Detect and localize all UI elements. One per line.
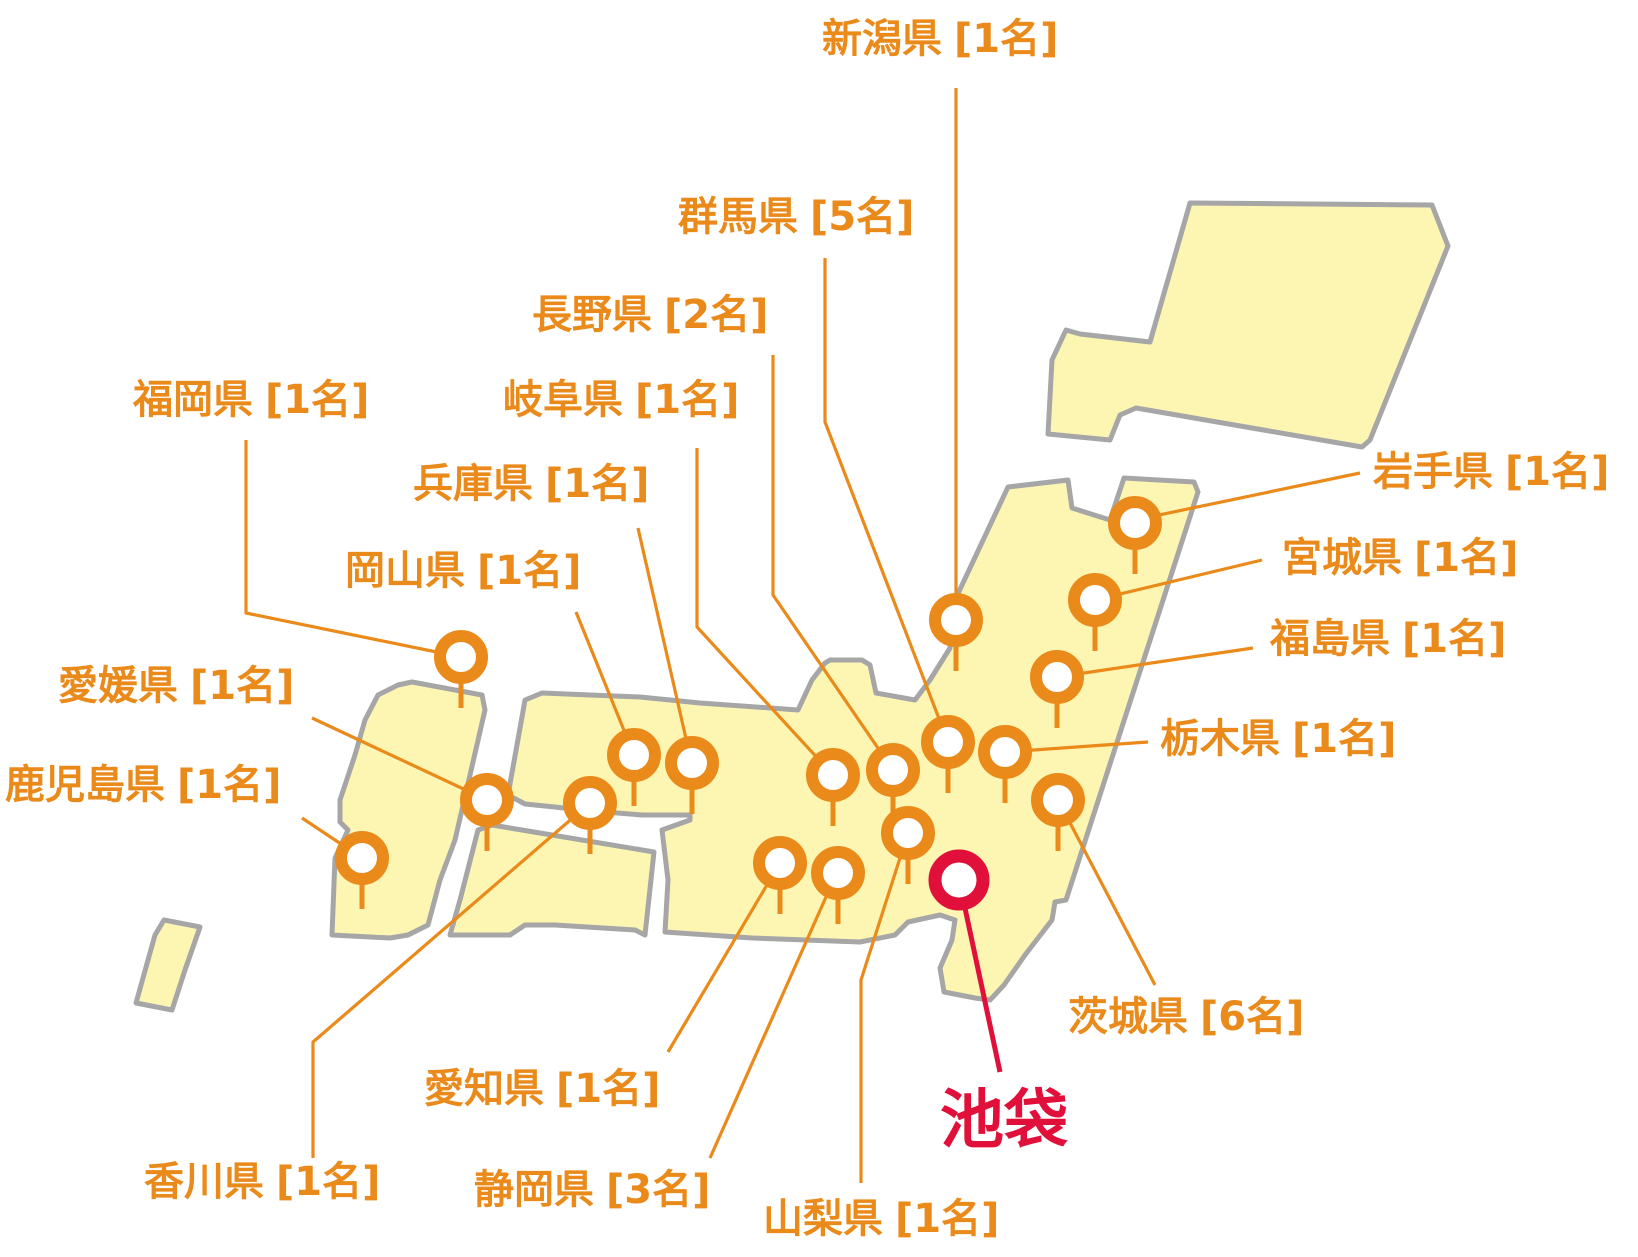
- leader-ehime: [311, 716, 488, 802]
- pin-kagawa: [563, 776, 617, 854]
- pin-ibaraki: [1031, 773, 1085, 851]
- label-shizuoka: 静岡県[3名]: [474, 1167, 710, 1213]
- region-southern-island: [133, 917, 203, 1013]
- leader-ikebukuro: [956, 879, 1003, 1073]
- map-pin-icon: [563, 776, 617, 830]
- leader-hyogo: [636, 527, 694, 766]
- map-pin-icon: [753, 836, 807, 890]
- pins: [335, 496, 1162, 924]
- leader-gunma: [823, 258, 950, 743]
- leader-ibaraki: [1056, 799, 1157, 986]
- label-hyogo: 兵庫県[1名]: [413, 461, 649, 507]
- region-honshu: [505, 475, 1201, 1003]
- leader-yamanashi: [859, 832, 910, 1183]
- pin-ikebukuro: [928, 849, 990, 911]
- label-aichi: 愛知県[1名]: [424, 1066, 660, 1112]
- leader-kagawa: [311, 801, 592, 1158]
- map-pin-icon: [607, 728, 661, 782]
- label-kagawa: 香川県[1名]: [144, 1159, 380, 1205]
- pin-gifu: [806, 748, 860, 826]
- label-fukushima: 福島県[1名]: [1269, 616, 1506, 662]
- leader-gifu: [695, 448, 835, 777]
- label-yamanashi: 山梨県[1名]: [763, 1196, 999, 1242]
- map-pin-icon: [1108, 496, 1162, 550]
- pin-hyogo: [665, 736, 719, 814]
- map-pin-icon: [978, 725, 1032, 779]
- label-iwate: 岩手県[1名]: [1373, 449, 1609, 495]
- labels: 新潟県[1名] 群馬県[5名] 長野県[2名] 福岡県[1名] 岐阜県[1名] …: [2, 13, 1612, 1245]
- pin-gunma: [921, 715, 975, 793]
- pin-shizuoka: [811, 846, 865, 924]
- pin-fukushima: [1030, 650, 1084, 728]
- map-pin-icon: [665, 736, 719, 790]
- pin-iwate: [1108, 496, 1162, 574]
- leader-iwate: [1134, 471, 1361, 522]
- label-gifu: 岐阜県[1名]: [503, 377, 739, 423]
- label-fukuoka: 福岡県[1名]: [132, 377, 369, 423]
- label-ehime: 愛媛県[1名]: [58, 663, 294, 709]
- pin-aichi: [753, 836, 807, 914]
- map-pin-icon: [811, 846, 865, 900]
- pin-tochigi: [978, 725, 1032, 803]
- map-pin-icon: [1030, 650, 1084, 704]
- land-regions: [133, 200, 1451, 1013]
- leader-miyagi: [1094, 558, 1263, 602]
- label-tochigi: 栃木県[1名]: [1160, 716, 1396, 762]
- region-hokkaido: [1045, 200, 1451, 450]
- label-nagano: 長野県[2名]: [532, 292, 768, 338]
- pin-okayama: [607, 728, 661, 806]
- map-pin-icon: [928, 849, 990, 911]
- pin-fukuoka: [434, 630, 488, 708]
- label-gunma: 群馬県[5名]: [678, 194, 914, 240]
- label-ikebukuro: 池袋: [940, 1084, 1068, 1158]
- map-pin-icon: [1068, 573, 1122, 627]
- map-pin-icon: [866, 743, 920, 797]
- pin-miyagi: [1068, 573, 1122, 651]
- leader-shizuoka: [708, 869, 840, 1159]
- map-pin-icon: [921, 715, 975, 769]
- label-kagoshima: 鹿児島県[1名]: [5, 762, 281, 808]
- region-shikoku: [447, 822, 657, 938]
- label-miyagi: 宮城県[1名]: [1282, 535, 1518, 581]
- pin-ehime: [460, 773, 514, 851]
- map-pin-icon: [460, 773, 514, 827]
- leader-nagano: [771, 355, 895, 771]
- label-okayama: 岡山県[1名]: [345, 548, 581, 594]
- map-pin-icon: [806, 748, 860, 802]
- leader-aichi: [666, 862, 782, 1053]
- map-pin-icon: [929, 593, 983, 647]
- leader-fukushima: [1056, 646, 1254, 679]
- map-pin-icon: [335, 831, 389, 885]
- map-pin-icon: [434, 630, 488, 684]
- pin-kagoshima: [335, 831, 389, 909]
- label-niigata: 新潟県[1名]: [822, 16, 1058, 62]
- pin-niigata: [929, 593, 983, 671]
- map-pin-icon: [881, 806, 935, 860]
- map-pin-icon: [1031, 773, 1085, 827]
- label-ibaraki: 茨城県[6名]: [1068, 994, 1304, 1040]
- leader-fukuoka: [244, 440, 462, 659]
- pin-yamanashi: [881, 806, 935, 884]
